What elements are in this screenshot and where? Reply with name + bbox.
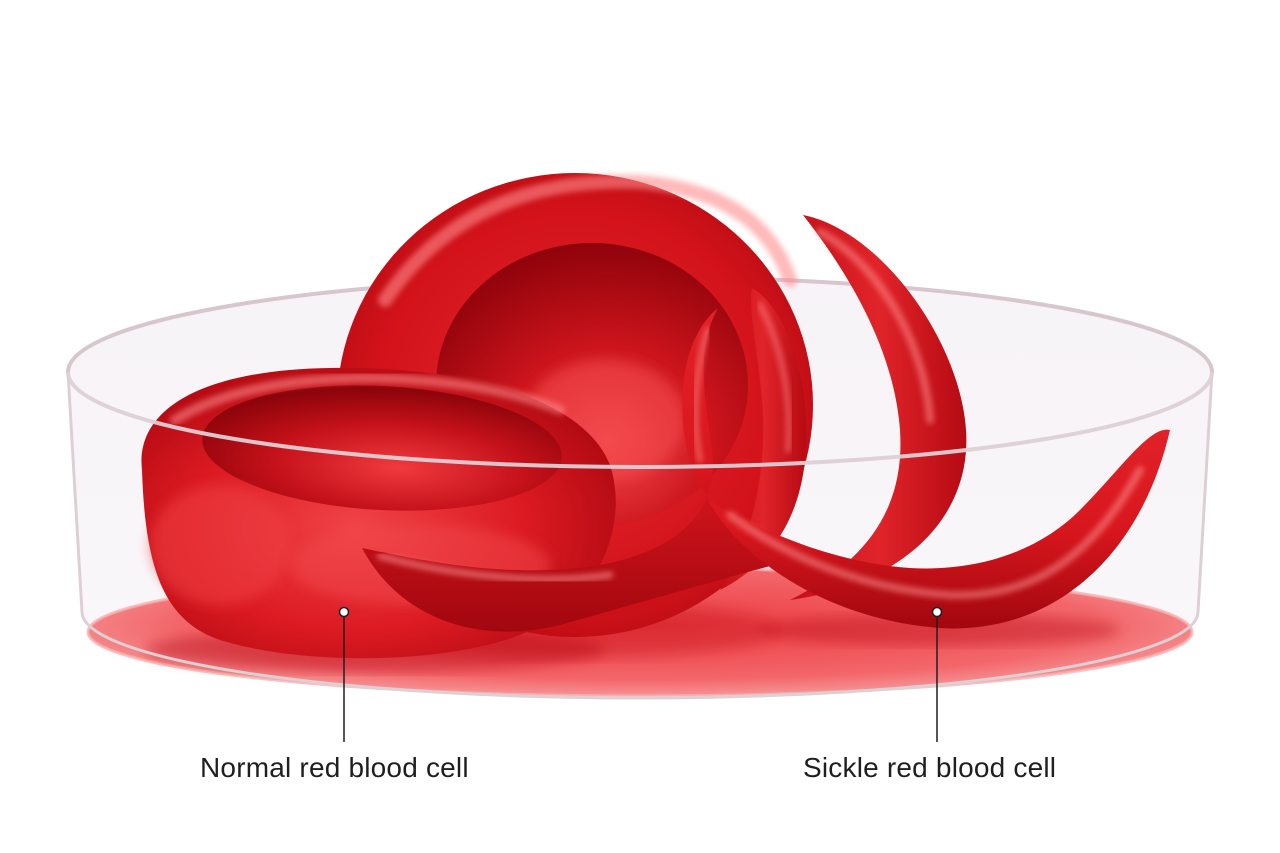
normal-cell-label: Normal red blood cell <box>200 752 469 783</box>
sickle-cell-middle <box>720 288 807 590</box>
dish-front-rim <box>66 371 1214 469</box>
cell-rim-highlight <box>378 174 797 307</box>
sickle-cell-curled <box>362 308 800 632</box>
sickle-cell-label: Sickle red blood cell <box>803 752 1057 783</box>
sickle-highlight-upper <box>692 327 711 463</box>
callout-normal <box>338 606 350 742</box>
sickle-cell-front <box>708 429 1170 646</box>
cell-dimple <box>202 385 562 511</box>
sickle-highlight <box>726 466 1144 600</box>
sickle-body <box>362 308 800 632</box>
sickle-body <box>790 215 967 600</box>
sickle-highlight <box>757 302 792 453</box>
sickle-highlight <box>376 552 614 583</box>
leader-dot <box>931 606 943 618</box>
sickle-body <box>708 429 1170 629</box>
callout-sickle <box>931 606 943 742</box>
dish-left-wall <box>66 371 84 613</box>
dish-bottom-edge <box>80 611 1200 700</box>
sickle-body <box>720 288 807 590</box>
cell-shadow <box>760 614 1120 646</box>
leader-dot <box>338 606 350 618</box>
sickle-cell-tall <box>790 215 967 600</box>
cell-side-glow <box>150 485 290 605</box>
cell-rim-highlight <box>170 372 565 425</box>
sickle-highlight <box>816 228 934 424</box>
petri-dish-front <box>66 371 1214 700</box>
dish-right-wall <box>1196 371 1214 613</box>
